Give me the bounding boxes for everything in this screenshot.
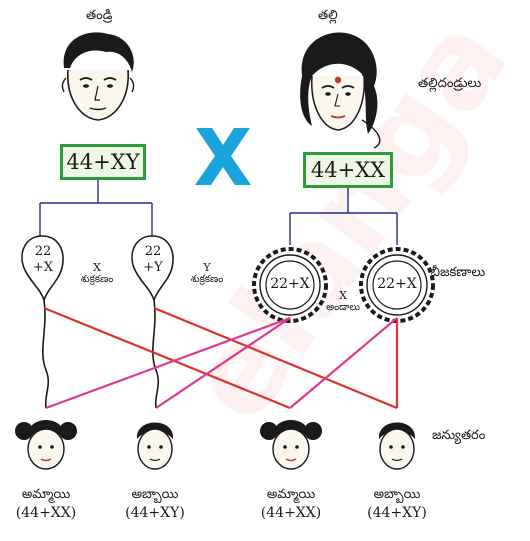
child-4-name: అబ్బాయి: [373, 487, 421, 502]
boy-face-icon: [136, 422, 174, 470]
child-4-karyotype: (44+XY): [367, 505, 427, 521]
red-line-2: [153, 306, 398, 410]
sperm-y-autosomes: 22: [144, 244, 162, 259]
egg-2-chromosomes: 22+X: [377, 276, 417, 292]
fertilization-lines: [43, 306, 399, 410]
father-label: తండ్రి: [86, 8, 113, 23]
mother-gamete-branches: [289, 186, 398, 245]
father-face-icon: [61, 32, 135, 121]
pink-line-2: [155, 317, 291, 409]
parents-row-label: తల్లిదండ్రులు: [418, 76, 482, 91]
child-3-name: అమ్మాయి: [266, 487, 316, 502]
boy-face-icon: [378, 422, 416, 470]
child-2-caption: అబ్బాయి (44+XY): [110, 486, 200, 522]
mother-label: తల్లి: [318, 8, 338, 23]
pink-line-3: [289, 317, 398, 409]
child-1-caption: అమ్మాయి (44+XX): [1, 486, 91, 522]
egg-name: అండాలు: [326, 302, 360, 313]
child-4-caption: అబ్బాయి (44+XY): [352, 486, 442, 522]
egg-2: [359, 247, 435, 323]
father-karyotype-box: 44+XY: [60, 144, 146, 180]
child-2-name: అబ్బాయి: [131, 487, 179, 502]
red-line-1: [43, 306, 291, 410]
sperm-x: [21, 235, 64, 409]
sperm-y-type: Y: [203, 261, 211, 274]
sperm-x-sex-chromosome: +X: [32, 260, 54, 275]
mother-face-icon: [300, 32, 381, 149]
egg-1-chromosomes: 22+X: [270, 276, 310, 292]
sperm-x-name: శుక్రకణం: [80, 274, 114, 285]
father-gamete-branches: [39, 177, 153, 238]
sperm-y-label: Y శుక్రకణం: [176, 262, 238, 286]
sperm-x-type: X: [93, 261, 101, 274]
sperm-y-chromosomes: 22 +Y: [140, 244, 166, 276]
sperm-y: [131, 235, 174, 409]
sperm-x-label: X శుక్రకణం: [66, 262, 128, 286]
child-1-karyotype: (44+XX): [15, 505, 77, 521]
sperm-x-chromosomes: 22 +X: [30, 244, 56, 276]
cross-symbol-icon: [195, 128, 251, 185]
child-3-karyotype: (44+XX): [260, 505, 322, 521]
mother-karyotype-box: 44+XX: [303, 152, 393, 188]
egg-type: X: [339, 289, 347, 302]
offspring-row-label: జన్యుతరం: [432, 428, 486, 443]
pink-line-1: [45, 316, 291, 410]
sperm-y-name: శుక్రకణం: [190, 274, 224, 285]
child-2-karyotype: (44+XY): [125, 505, 185, 521]
sperm-x-autosomes: 22: [34, 244, 52, 259]
child-3-caption: అమ్మాయి (44+XX): [246, 486, 336, 522]
egg-1: [252, 247, 328, 323]
gametes-row-label: బీజకణాలు: [430, 265, 486, 280]
girl-face-icon: [260, 420, 322, 470]
girl-face-icon: [15, 420, 77, 470]
egg-label: X అండాలు: [318, 290, 368, 314]
child-1-name: అమ్మాయి: [21, 487, 71, 502]
sperm-y-sex-chromosome: +Y: [143, 260, 163, 275]
